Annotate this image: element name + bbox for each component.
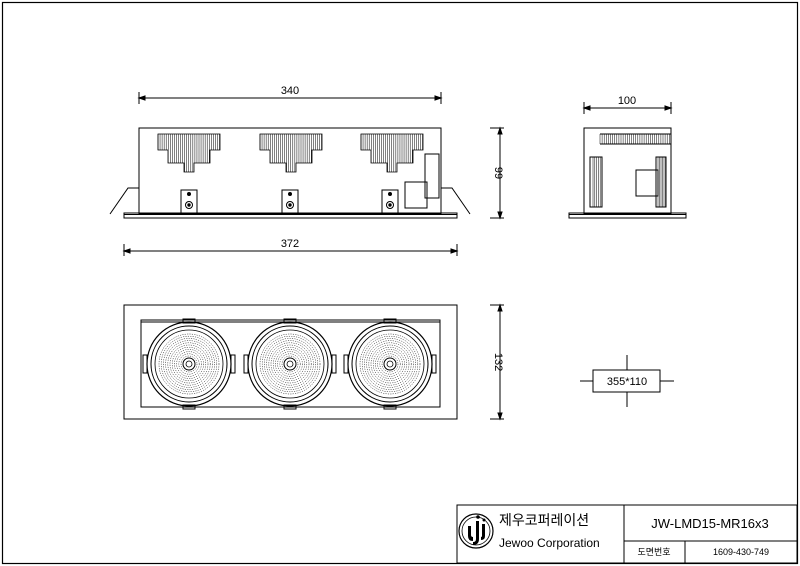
dim-label-100: 100	[618, 95, 636, 107]
dim-label-372: 372	[281, 238, 299, 250]
company-name-english: Jewoo Corporation	[499, 536, 600, 550]
side-view	[568, 102, 687, 219]
company-logo-icon	[458, 513, 494, 549]
drawing-number-label: 도면번호	[637, 547, 670, 557]
lamp-module	[142, 318, 236, 410]
dim-label-340: 340	[281, 85, 299, 97]
lamp-module	[243, 318, 337, 410]
company-name-korean: 제우코퍼레이션	[499, 512, 589, 528]
bracket-left	[180, 189, 198, 215]
heatsink-fin-lines	[157, 134, 423, 172]
dim-label-132: 132	[492, 353, 504, 371]
bracket-middle	[281, 189, 299, 215]
lamp-module	[343, 318, 437, 410]
dim-label-99: 99	[492, 167, 504, 179]
front-view	[109, 92, 504, 256]
drawing-number: 1609-430-749	[713, 547, 769, 557]
model-number: JW-LMD15-MR16x3	[651, 516, 769, 531]
bracket-right	[381, 189, 399, 215]
lamp-modules	[142, 318, 437, 410]
title-block	[456, 504, 798, 564]
cutout-label: 355*110	[607, 376, 647, 388]
cutout-symbol	[580, 355, 674, 407]
side-fin-lines	[592, 134, 670, 207]
